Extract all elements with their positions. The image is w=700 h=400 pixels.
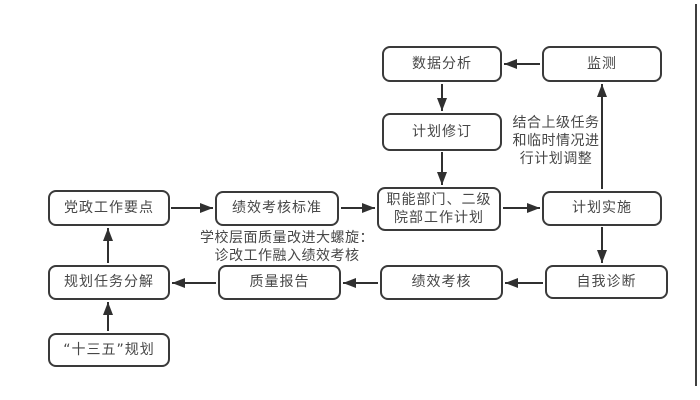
node-monitoring: 监测 [542, 46, 662, 82]
node-party-work-points: 党政工作要点 [48, 190, 170, 226]
node-plan-task-decomposition: 规划任务分解 [48, 265, 170, 300]
node-quality-report: 质量报告 [218, 265, 341, 300]
node-five-year-plan: “十三五”规划 [48, 333, 170, 367]
annotation-plan-adjustment: 结合上级任务 和临时情况进 行计划调整 [512, 115, 600, 167]
node-performance-standard: 绩效考核标准 [215, 191, 339, 226]
node-performance-assessment: 绩效考核 [380, 265, 503, 300]
node-dept-work-plan: 职能部门、二级 院部工作计划 [377, 187, 501, 231]
node-data-analysis: 数据分析 [382, 46, 502, 82]
node-self-diagnosis: 自我诊断 [545, 265, 668, 299]
right-border-line [695, 4, 697, 386]
annotation-quality-spiral: 学校层面质量改进大螺旋： 诊改工作融入绩效考核 [200, 230, 374, 264]
node-plan-revision: 计划修订 [382, 113, 502, 151]
node-plan-implementation: 计划实施 [542, 191, 662, 226]
